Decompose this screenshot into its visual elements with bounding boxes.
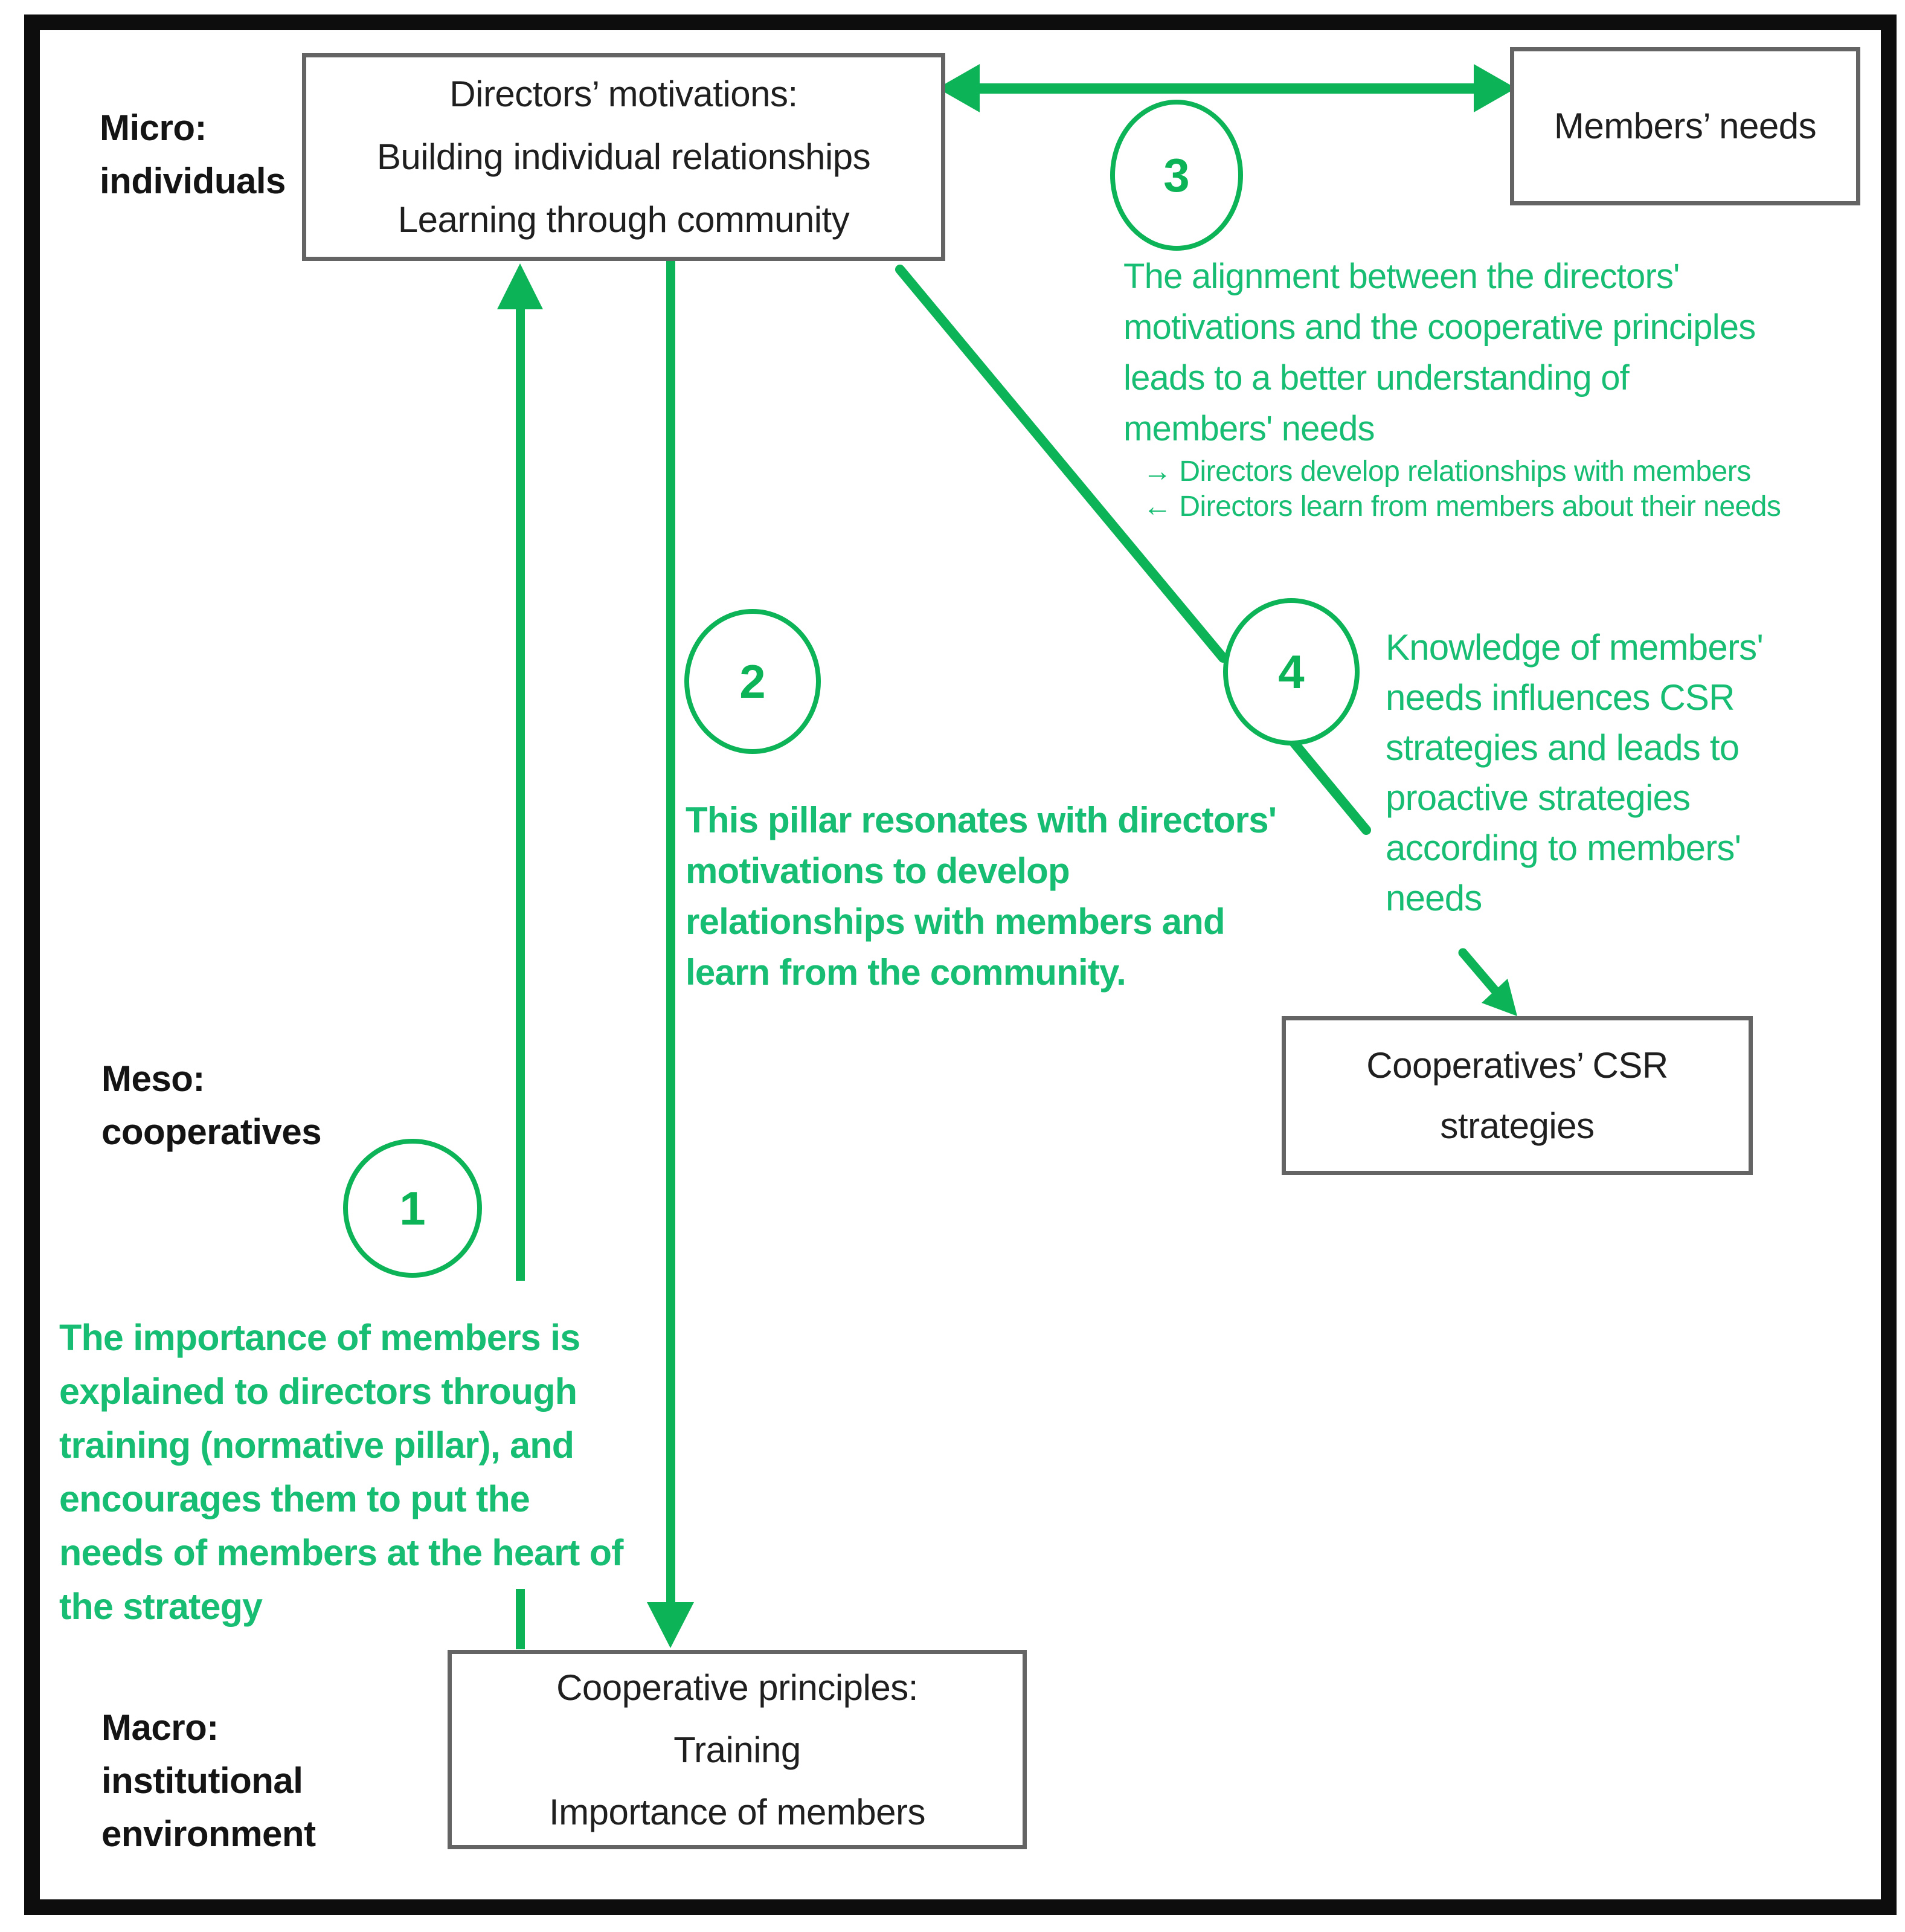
level-label-micro-line2: individuals	[100, 161, 286, 201]
box-principles-line3: Importance of members	[548, 1791, 926, 1832]
note-4-line2: needs influences CSR	[1386, 677, 1735, 718]
note-1-line5: needs of members at the heart of	[59, 1532, 624, 1573]
note-3-line2: motivations and the cooperative principl…	[1123, 308, 1756, 347]
level-label-micro: Micro: individuals	[100, 101, 286, 208]
level-label-meso-line2: cooperatives	[101, 1112, 322, 1152]
note-4-line3: strategies and leads to	[1386, 727, 1740, 768]
box-members-needs: Members’ needs	[1510, 47, 1860, 205]
level-label-macro-line3: environment	[101, 1814, 316, 1854]
box-members-line1: Members’ needs	[1553, 106, 1817, 146]
level-label-meso-line1: Meso:	[101, 1058, 205, 1099]
note-3-bullet-develop: → Directors develop relationships with m…	[1143, 456, 1751, 488]
badge-circle-3: 3	[1110, 100, 1243, 251]
note-4-line1: Knowledge of members'	[1386, 627, 1764, 668]
box-cooperative-principles: Cooperative principles: Training Importa…	[448, 1650, 1027, 1849]
box-principles-line2: Training	[673, 1729, 801, 1770]
note-4-line4: proactive strategies	[1386, 778, 1691, 818]
level-label-micro-line1: Micro:	[100, 108, 207, 148]
level-label-macro-line2: institutional	[101, 1760, 303, 1801]
note-1-line6: the strategy	[59, 1586, 263, 1627]
note-2-line2: motivations to develop	[686, 851, 1070, 891]
level-label-meso: Meso: cooperatives	[101, 1052, 322, 1159]
note-2-line1: This pillar resonates with directors'	[686, 800, 1277, 840]
note-4-knowledge: Knowledge of members' needs influences C…	[1386, 622, 1764, 923]
note-2-line4: learn from the community.	[686, 952, 1126, 993]
box-directors-line2: Building individual relationships	[376, 137, 871, 177]
badge-3-number: 3	[1163, 148, 1190, 202]
note-3-line4: members' needs	[1123, 409, 1375, 448]
level-label-macro: Macro: institutional environment	[101, 1701, 316, 1861]
badge-1-number: 1	[399, 1181, 426, 1235]
box-principles-line1: Cooperative principles:	[556, 1667, 918, 1708]
outer-frame	[24, 14, 1897, 1915]
badge-4-number: 4	[1278, 645, 1305, 698]
badge-circle-4: 4	[1223, 598, 1360, 745]
box-csr-line2: strategies	[1440, 1105, 1595, 1146]
note-3-line1: The alignment between the directors'	[1123, 257, 1680, 296]
note-3-bullets: → Directors develop relationships with m…	[1143, 454, 1781, 524]
box-directors-motivations: Directors’ motivations: Building individ…	[302, 53, 945, 261]
level-label-macro-line1: Macro:	[101, 1707, 219, 1748]
note-1-line1: The importance of members is	[59, 1317, 580, 1358]
note-1-training-importance: The importance of members is explained t…	[59, 1311, 624, 1634]
note-1-line2: explained to directors through	[59, 1371, 577, 1412]
note-1-line3: training (normative pillar), and	[59, 1425, 574, 1466]
note-4-line5: according to members'	[1386, 828, 1741, 868]
note-3-alignment: The alignment between the directors' mot…	[1123, 251, 1756, 454]
badge-2-number: 2	[739, 654, 766, 708]
box-csr-strategies: Cooperatives’ CSR strategies	[1282, 1016, 1753, 1175]
box-csr-line1: Cooperatives’ CSR	[1366, 1045, 1668, 1086]
box-directors-line3: Learning through community	[397, 199, 850, 240]
note-3-line3: leads to a better understanding of	[1123, 358, 1630, 398]
note-3-bullet-learn: ← Directors learn from members about the…	[1143, 491, 1781, 523]
badge-circle-1: 1	[343, 1139, 482, 1278]
note-2-line3: relationships with members and	[686, 901, 1226, 942]
badge-circle-2: 2	[684, 609, 821, 754]
note-4-line6: needs	[1386, 878, 1482, 918]
box-directors-line1: Directors’ motivations:	[449, 74, 798, 114]
note-2-pillar-resonates: This pillar resonates with directors' mo…	[686, 795, 1277, 998]
note-1-line4: encourages them to put the	[59, 1478, 530, 1519]
